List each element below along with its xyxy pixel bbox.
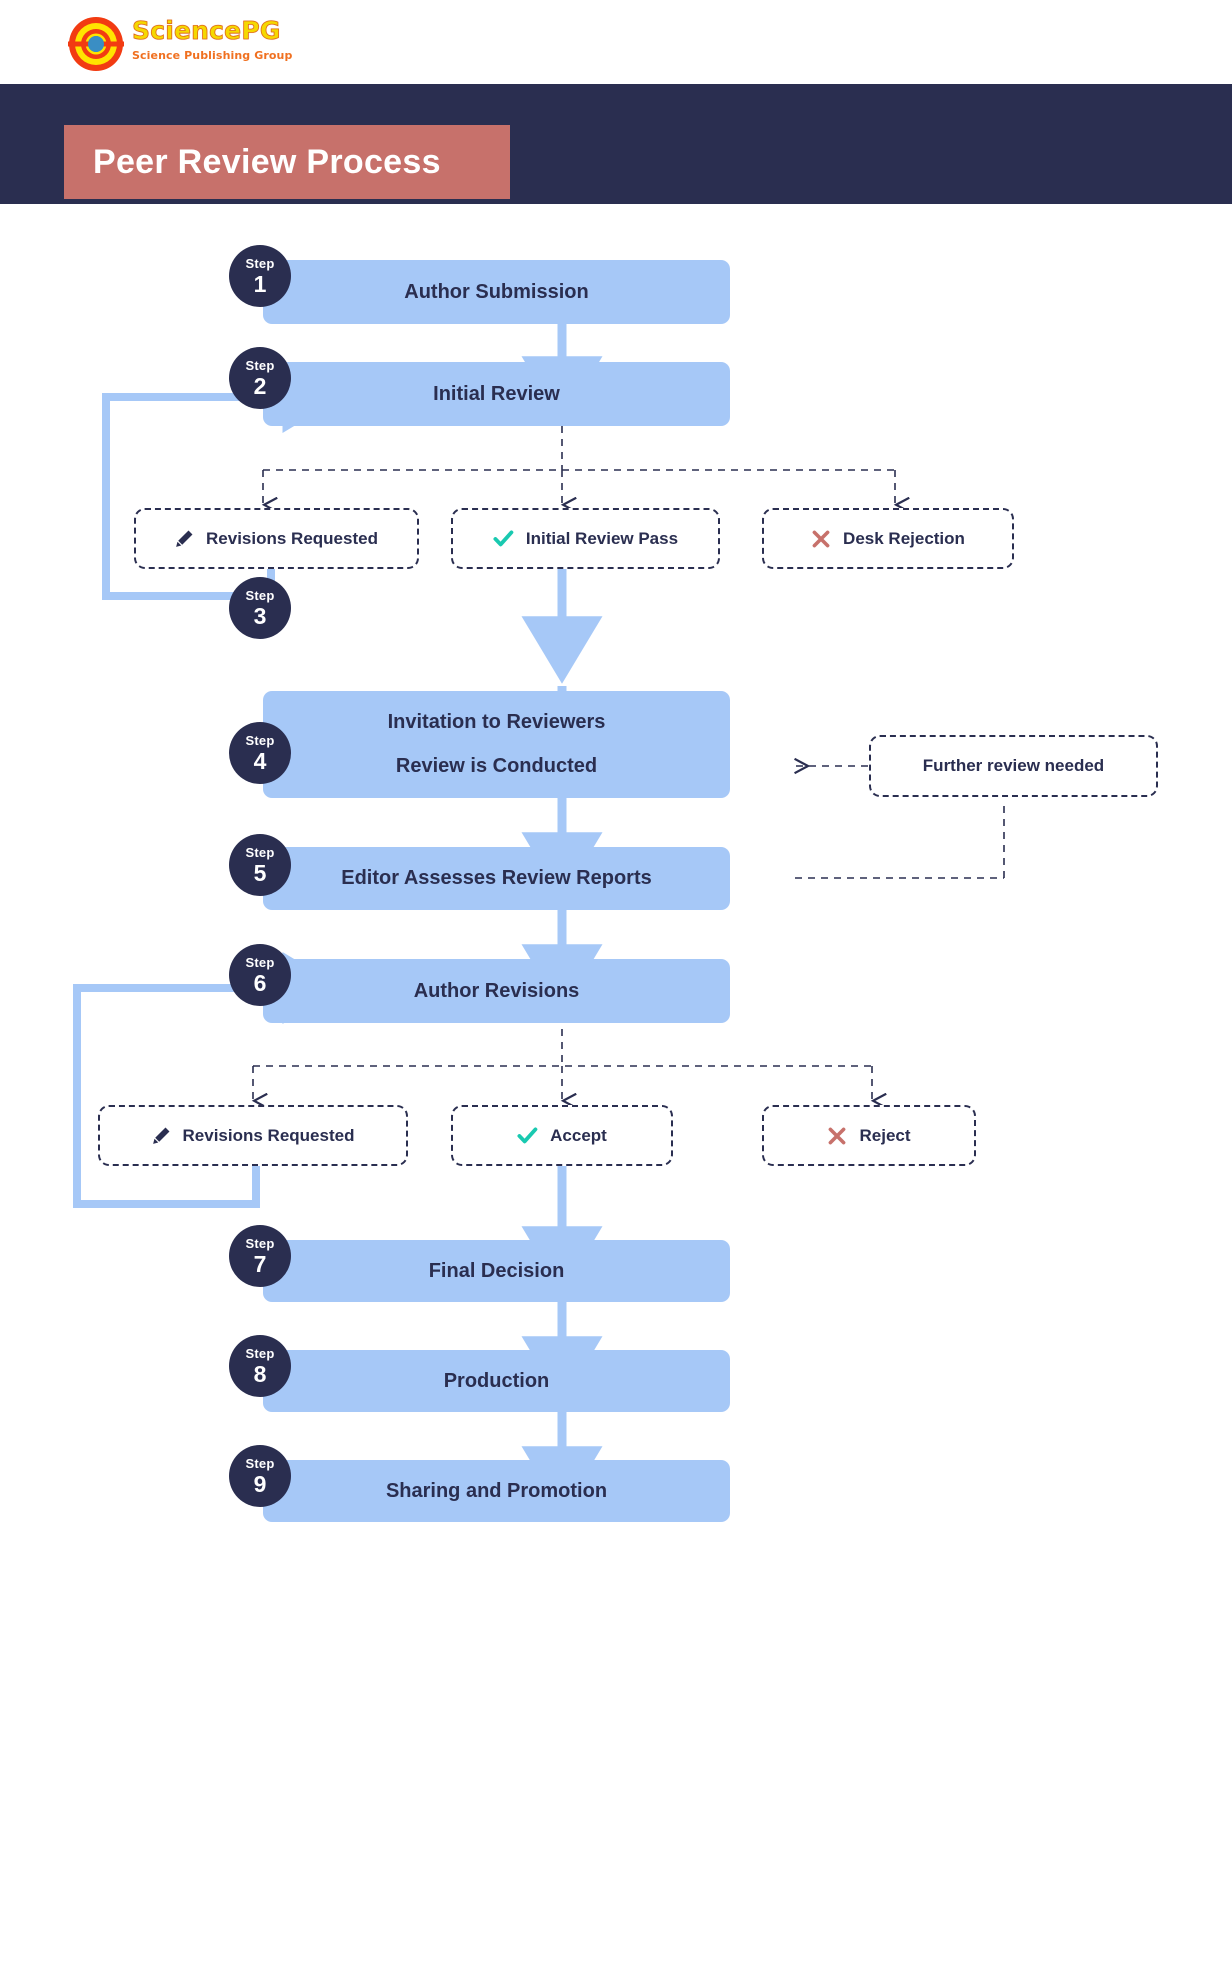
branch-box-revisions-requested-2[interactable]: Revisions Requested <box>98 1105 408 1166</box>
step-badge-label-3: Step <box>245 587 275 603</box>
step-badge-number-8: 8 <box>253 1360 267 1387</box>
cross-icon <box>811 529 831 549</box>
check-icon <box>517 1125 538 1146</box>
step-title-2: Initial Review <box>433 382 560 405</box>
step-box-1[interactable]: Author Submission <box>263 260 730 324</box>
step-badge-7: Step 7 <box>229 1225 291 1287</box>
step-title-9: Sharing and Promotion <box>385 1479 608 1502</box>
pencil-icon <box>175 529 194 548</box>
info-label-further-review-needed: Further review needed <box>922 756 1105 775</box>
step-badge-label-5: Step <box>245 844 275 860</box>
step-badge-number-2: 2 <box>253 372 267 399</box>
brand-logo: SciencePG Science Publishing Group <box>68 14 318 76</box>
step-badge-6: Step 6 <box>229 944 291 1006</box>
step-badge-label-1: Step <box>245 255 275 271</box>
step-badge-number-5: 5 <box>253 859 267 886</box>
connector-layer <box>73 324 1005 1514</box>
step-title-7: Final Decision <box>428 1259 565 1282</box>
brand-text: SciencePG Science Publishing Group <box>132 18 322 62</box>
branch-label-reject: Reject <box>859 1125 911 1145</box>
branch-box-accept[interactable]: Accept <box>451 1105 673 1166</box>
branch-box-revisions-requested-1[interactable]: Revisions Requested <box>134 508 419 569</box>
branch-box-initial-review-pass[interactable]: Initial Review Pass <box>451 508 720 569</box>
step-box-8[interactable]: Production <box>263 1350 730 1412</box>
step-title-5: Editor Assesses Review Reports <box>341 867 652 889</box>
step-badge-5: Step 5 <box>229 834 291 896</box>
branch-label-desk-rejection: Desk Rejection <box>843 528 965 548</box>
step-title-3: Invitation to Reviewers <box>387 710 606 733</box>
step-box-4[interactable]: Review is Conducted <box>263 735 730 798</box>
step-badge-label-9: Step <box>245 1455 275 1471</box>
branch-label-revisions-requested-2: Revisions Requested <box>182 1125 355 1145</box>
cross-icon <box>827 1126 847 1146</box>
step-badge-label-8: Step <box>245 1345 275 1361</box>
step-badge-label-7: Step <box>245 1235 275 1251</box>
step-badge-9: Step 9 <box>229 1445 291 1507</box>
step-badge-label-6: Step <box>245 954 275 970</box>
title-banner: Peer Review Process <box>64 125 510 199</box>
info-box-further-review-needed[interactable]: Further review needed <box>869 735 1158 797</box>
page-title: Peer Review Process <box>93 142 441 181</box>
step-badge-1: Step 1 <box>229 245 291 307</box>
step-badge-8: Step 8 <box>229 1335 291 1397</box>
step-badge-number-9: 9 <box>253 1470 267 1497</box>
step-badge-2: Step 2 <box>229 347 291 409</box>
step-title-8: Production <box>443 1369 550 1392</box>
brand-name: SciencePG <box>132 16 281 45</box>
concentric-circle-logo-icon <box>68 16 124 72</box>
step-title-6: Author Revisions <box>413 979 580 1002</box>
step-box-2[interactable]: Initial Review <box>263 362 730 426</box>
step-badge-number-1: 1 <box>253 270 267 297</box>
step-title-4: Review is Conducted <box>395 755 598 777</box>
step-title-1: Author Submission <box>404 280 589 303</box>
step-box-5[interactable]: Editor Assesses Review Reports <box>263 847 730 910</box>
step-badge-number-7: 7 <box>253 1250 267 1277</box>
step-badge-number-4: 4 <box>253 747 267 774</box>
branch-label-initial-review-pass: Initial Review Pass <box>525 528 679 548</box>
step-badge-number-3: 3 <box>253 602 267 629</box>
flowchart-canvas: Author Submission Step 1 Initial Review … <box>0 204 1232 1986</box>
step-badge-3: Step 3 <box>229 577 291 639</box>
brand-tagline: Science Publishing Group <box>132 49 293 62</box>
step-box-7[interactable]: Final Decision <box>263 1240 730 1302</box>
step-badge-label-4: Step <box>245 732 275 748</box>
pencil-icon <box>152 1126 171 1145</box>
branch-box-desk-rejection[interactable]: Desk Rejection <box>762 508 1014 569</box>
step-badge-label-2: Step <box>245 357 275 373</box>
step-badge-number-6: 6 <box>253 969 267 996</box>
step-badge-4: Step 4 <box>229 722 291 784</box>
step-box-6[interactable]: Author Revisions <box>263 959 730 1023</box>
branch-label-accept: Accept <box>550 1125 607 1145</box>
check-icon <box>493 528 514 549</box>
branch-box-reject[interactable]: Reject <box>762 1105 976 1166</box>
step-box-9[interactable]: Sharing and Promotion <box>263 1460 730 1522</box>
branch-label-revisions-requested-1: Revisions Requested <box>206 528 378 548</box>
